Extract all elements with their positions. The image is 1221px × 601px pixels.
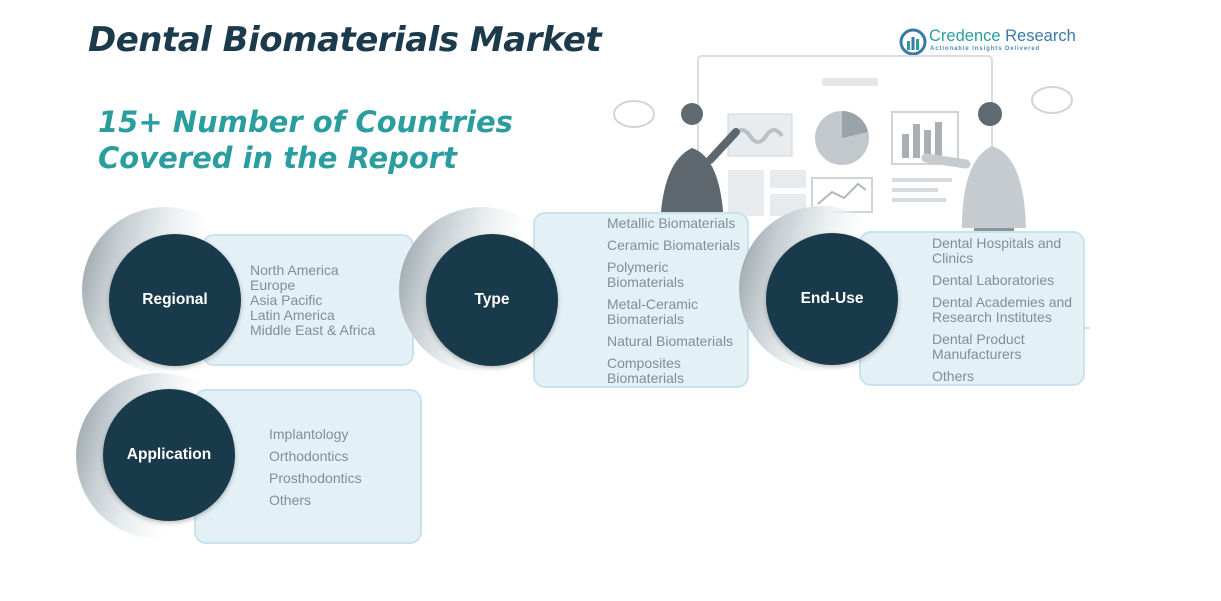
segment-items: Implantology Orthodontics Prosthodontics… [269, 427, 409, 508]
segment-label: Type [474, 291, 510, 308]
logo-name-part2: Research [1000, 27, 1076, 45]
list-item: Dental Hospitals and Clinics [932, 235, 1062, 266]
list-item: Polymeric Biomaterials [607, 259, 685, 290]
bar-chart-logo-icon [899, 28, 927, 56]
list-item: Implantology [269, 426, 349, 442]
list-item: Prosthodontics [269, 470, 362, 486]
credence-research-logo: Credence Research Actionable Insights De… [899, 25, 1076, 59]
segment-type: Type Metallic Biomaterials Ceramic Bioma… [399, 207, 751, 389]
list-item: Others [269, 492, 312, 508]
list-item: Middle East & Africa [250, 322, 376, 338]
list-item: Others [932, 368, 975, 384]
segment-circle: Regional [109, 234, 241, 366]
segment-enduse: End-Use Dental Hospitals and Clinics Den… [739, 206, 1087, 388]
list-item: Asia Pacific [250, 292, 323, 308]
list-item: Dental Laboratories [932, 272, 1055, 288]
logo-name: Credence Research [929, 27, 1076, 46]
list-item: Metal-Ceramic Biomaterials [607, 296, 699, 327]
segment-label: Application [126, 446, 212, 463]
list-item: Composites Biomaterials [607, 355, 685, 386]
logo-name-part1: Credence [929, 27, 1001, 45]
list-item: Europe [250, 277, 296, 293]
segment-application: Application Implantology Orthodontics Pr… [76, 363, 424, 545]
list-item: Ceramic Biomaterials [607, 237, 741, 253]
segment-box [533, 212, 749, 388]
list-item: Dental Product Manufacturers [932, 331, 1025, 362]
countries-heading: 15+ Number of Countries Covered in the R… [98, 104, 513, 176]
segment-circle: Application [103, 389, 235, 521]
list-item: Metallic Biomaterials [607, 215, 736, 231]
segment-circle: Type [426, 234, 558, 366]
list-item: Natural Biomaterials [607, 333, 734, 349]
segment-regional: Regional North America Europe Asia Pacif… [82, 207, 416, 373]
page-title: Dental Biomaterials Market [88, 20, 602, 60]
logo-tagline: Actionable Insights Delivered [930, 46, 1041, 52]
list-item: North America [250, 262, 339, 278]
countries-heading-line2: Covered in the Report [98, 141, 457, 175]
segment-label: End-Use [800, 290, 864, 307]
segment-label: Regional [142, 291, 208, 308]
countries-heading-line1: 15+ Number of Countries [98, 105, 513, 139]
segment-items: North America Europe Asia Pacific Latin … [250, 263, 410, 338]
segment-items: Dental Hospitals and Clinics Dental Labo… [932, 236, 1082, 384]
list-item: Latin America [250, 307, 335, 323]
list-item: Dental Academies and Research Institutes [932, 294, 1073, 325]
list-item: Orthodontics [269, 448, 349, 464]
segment-items: Metallic Biomaterials Ceramic Biomateria… [607, 216, 747, 386]
segment-circle: End-Use [766, 233, 898, 365]
